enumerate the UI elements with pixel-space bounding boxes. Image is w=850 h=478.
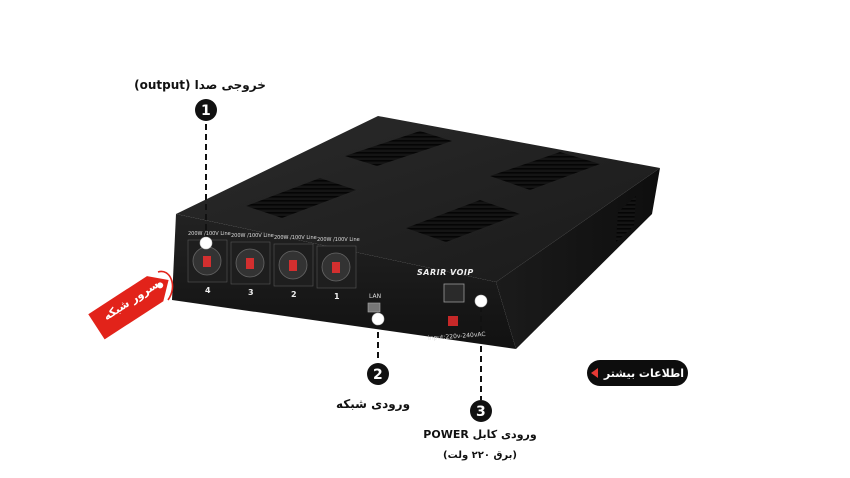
callout-3-number: 3 <box>476 404 486 420</box>
callout-1-number: 1 <box>201 103 211 119</box>
lan-label: LAN <box>369 293 382 300</box>
output-3-number: 3 <box>248 288 254 297</box>
callout-2-marker <box>367 363 389 385</box>
power-switch <box>448 316 458 326</box>
output-3-label: 200W /100V Line <box>231 233 274 239</box>
side-vent <box>616 196 636 242</box>
top-vent <box>246 178 356 218</box>
sale-tag <box>88 276 169 340</box>
network-label: ورودی شبکه <box>335 397 411 411</box>
output-1-number: 1 <box>334 292 340 301</box>
callout-1-dot <box>199 236 213 250</box>
output-1-label: 200W /100V Line <box>317 237 360 243</box>
power-sublabel: (برق ۲۲۰ ولت) <box>443 450 517 461</box>
device-brand: SARIR VOIP <box>417 268 474 277</box>
top-vent <box>490 152 600 190</box>
top-vent <box>406 200 520 242</box>
output-2-number: 2 <box>291 290 297 299</box>
output-4-number: 4 <box>205 286 211 295</box>
power-label: ورودی کابل POWER <box>423 428 537 441</box>
output-block <box>187 239 357 289</box>
output-4-label: 200W /100V Line <box>188 231 231 237</box>
callout-2-dot <box>371 312 385 326</box>
callout-3-dot <box>474 294 488 308</box>
lan-port <box>367 302 381 313</box>
device-top <box>176 116 660 282</box>
callout-1-marker <box>195 99 217 121</box>
more-info-button[interactable]: اطلاعات بیشتر <box>587 360 688 386</box>
more-info-label: اطلاعات بیشتر <box>603 366 685 380</box>
callout-3-marker <box>470 400 492 422</box>
top-vent <box>345 131 452 166</box>
power-inlet <box>443 283 465 303</box>
output-2-label: 200W /100V Line <box>274 235 317 241</box>
callout-2-number: 2 <box>373 367 383 383</box>
tag-string <box>157 270 174 301</box>
chevron-left-icon <box>590 368 598 378</box>
output-label: خروجی صدا (output) <box>134 78 266 92</box>
